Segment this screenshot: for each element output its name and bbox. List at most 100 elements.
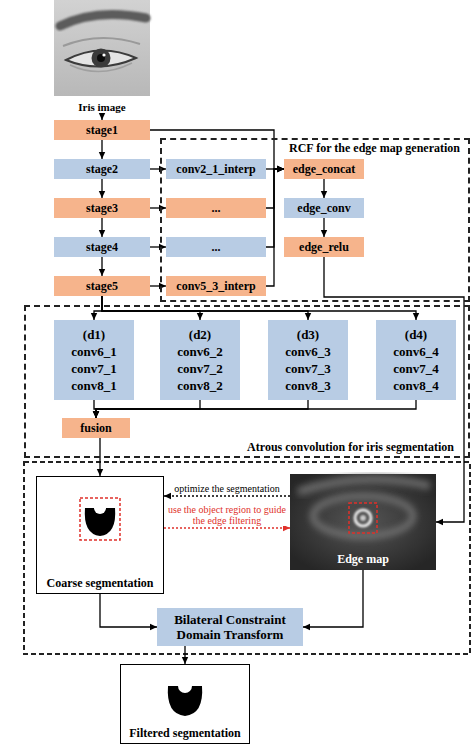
image-box: Filtered segmentation xyxy=(120,664,250,744)
box-label: Iris image xyxy=(78,100,125,114)
path-shape xyxy=(168,686,202,716)
connector xyxy=(101,218,102,237)
circle-shape xyxy=(360,515,366,521)
connector xyxy=(184,646,185,664)
path-shape xyxy=(94,508,106,514)
connector xyxy=(101,179,102,198)
process-box: stage2 xyxy=(54,159,150,179)
box-label: conv6_1 xyxy=(71,343,117,360)
connector xyxy=(102,296,416,320)
filtered-mask xyxy=(168,686,202,716)
connector xyxy=(266,169,284,247)
process-box: stage4 xyxy=(54,237,150,257)
box-label: conv6_4 xyxy=(393,343,439,360)
circle-shape xyxy=(92,49,111,68)
box-label: Coarse segmentation xyxy=(47,576,154,590)
edge-map-image xyxy=(290,474,436,570)
connector xyxy=(96,400,416,418)
circle-shape xyxy=(102,53,105,56)
box-label: conv8_1 xyxy=(71,377,117,394)
box-label: conv7_1 xyxy=(71,360,117,377)
box-label: stage1 xyxy=(86,123,118,137)
process-box: Bilateral Constraint Domain Transform xyxy=(157,608,303,646)
connector xyxy=(101,140,102,159)
process-box: stage3 xyxy=(54,198,150,218)
process-box: stage5 xyxy=(54,276,150,296)
connector xyxy=(102,296,200,320)
circle-shape xyxy=(97,54,105,62)
edge-label: optimize the segmentation xyxy=(173,483,281,494)
process-box: edge_conv xyxy=(284,198,364,218)
dashed-frame xyxy=(24,462,470,654)
process-box: edge_concat xyxy=(284,159,364,179)
connector xyxy=(150,207,166,208)
box-label: (d1) xyxy=(83,326,105,343)
box-label: conv8_2 xyxy=(177,377,223,394)
image-node: Iris image xyxy=(54,0,150,114)
box-label: conv5_3_interp xyxy=(176,279,255,293)
edge-label: use the object region to guide the edge … xyxy=(166,504,288,526)
path-shape xyxy=(60,14,146,26)
connector xyxy=(323,218,324,237)
rect-shape xyxy=(80,498,120,540)
connector xyxy=(101,257,102,276)
dashed-group: RCF for the edge map generation conv2_1_i… xyxy=(160,138,470,302)
box-label: edge_concat xyxy=(293,162,356,176)
process-box: ... xyxy=(166,237,266,257)
box-label: conv6_2 xyxy=(177,343,223,360)
process-box: fusion xyxy=(62,418,130,438)
box-label: conv2_1_interp xyxy=(176,162,255,176)
box-label: edge_relu xyxy=(299,240,349,254)
image-box: Coarse segmentation xyxy=(36,476,164,594)
iris-photo xyxy=(54,0,150,96)
connector xyxy=(100,594,157,627)
connector xyxy=(150,168,166,169)
connector xyxy=(323,179,324,198)
ellipse-shape xyxy=(313,496,413,536)
box-label: edge_conv xyxy=(297,201,350,215)
coarse-mask xyxy=(80,498,120,540)
box-label: Bilateral Constraint Domain Transform xyxy=(161,612,299,642)
connector xyxy=(164,527,290,528)
path-shape xyxy=(70,63,132,72)
box-label: (d3) xyxy=(297,326,319,343)
process-box: stage1 xyxy=(54,120,150,140)
connector xyxy=(266,169,284,208)
path-shape xyxy=(178,686,192,693)
image-box: Edge map xyxy=(290,474,436,570)
process-box: conv2_1_interp xyxy=(166,159,266,179)
group-title: Atrous convolution for iris segmentation xyxy=(247,440,454,454)
box-label: Filtered segmentation xyxy=(129,726,240,740)
rect-shape xyxy=(349,503,377,533)
dashed-group: Atrous convolution for iris segmentation… xyxy=(24,305,470,458)
process-box: (d3)conv6_3conv7_3conv8_3 xyxy=(268,320,348,400)
process-box: (d4)conv6_4conv7_4conv8_4 xyxy=(376,320,456,400)
process-box: edge_relu xyxy=(284,237,364,257)
rect-shape xyxy=(290,474,436,570)
box-label: conv7_3 xyxy=(285,360,331,377)
box-label: stage3 xyxy=(86,201,118,215)
process-box: conv5_3_interp xyxy=(166,276,266,296)
connector xyxy=(266,169,284,286)
box-label: stage4 xyxy=(86,240,118,254)
box-label: ... xyxy=(212,240,221,254)
box-label: Edge map xyxy=(337,552,389,566)
box-label: ... xyxy=(212,201,221,215)
box-label: conv6_3 xyxy=(285,343,331,360)
box-label: fusion xyxy=(80,421,111,435)
connector xyxy=(150,246,166,247)
rect-shape xyxy=(54,0,150,96)
box-label: conv7_2 xyxy=(177,360,223,377)
connector xyxy=(150,285,166,286)
process-box: ... xyxy=(166,198,266,218)
connector xyxy=(94,296,102,320)
connector xyxy=(102,296,308,320)
path-shape xyxy=(85,508,115,536)
box-label: (d2) xyxy=(189,326,211,343)
connector xyxy=(303,570,363,627)
group-title: RCF for the edge map generation xyxy=(289,141,460,155)
box-label: stage5 xyxy=(86,279,118,293)
process-box: (d1)conv6_1conv7_1conv8_1 xyxy=(54,320,134,400)
box-label: conv8_4 xyxy=(393,377,439,394)
